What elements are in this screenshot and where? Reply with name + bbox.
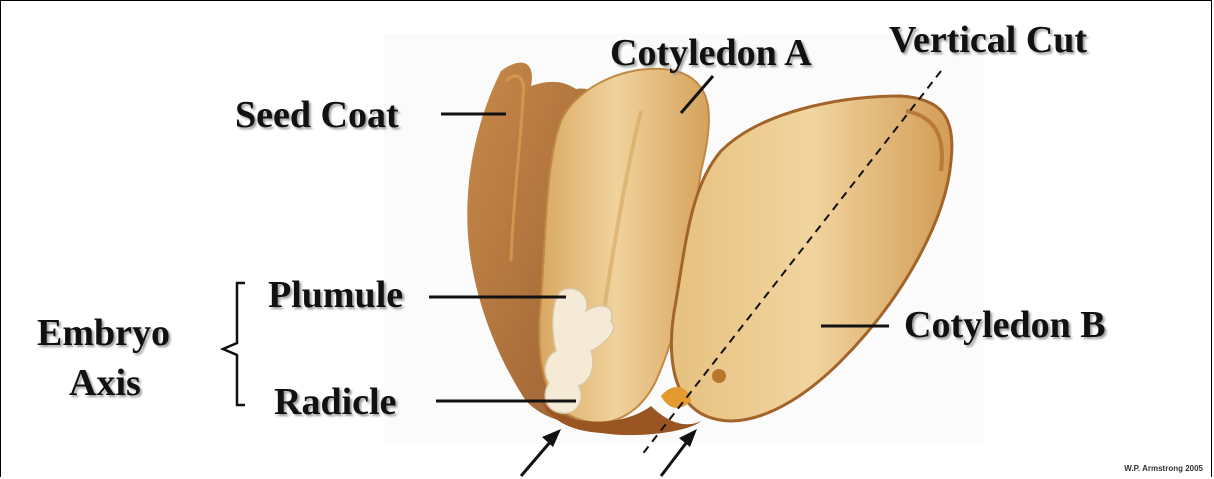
embryo-axis-brace — [223, 283, 245, 405]
arrow-icon — [521, 429, 561, 476]
seed-coat-label: Seed Coat — [235, 96, 399, 134]
arrow-icon — [661, 429, 697, 476]
embryo-label: Embryo — [37, 314, 170, 352]
radicle-label: Radicle — [274, 383, 396, 421]
axis-label: Axis — [69, 364, 141, 402]
cotyledon-a-label: Cotyledon A — [610, 34, 812, 72]
plumule-label: Plumule — [268, 276, 403, 314]
cotyledon-b-label: Cotyledon B — [904, 306, 1106, 344]
vertical-cut-label: Vertical Cut — [889, 21, 1087, 59]
photo-credit: W.P. Armstrong 2005 — [1124, 464, 1203, 473]
